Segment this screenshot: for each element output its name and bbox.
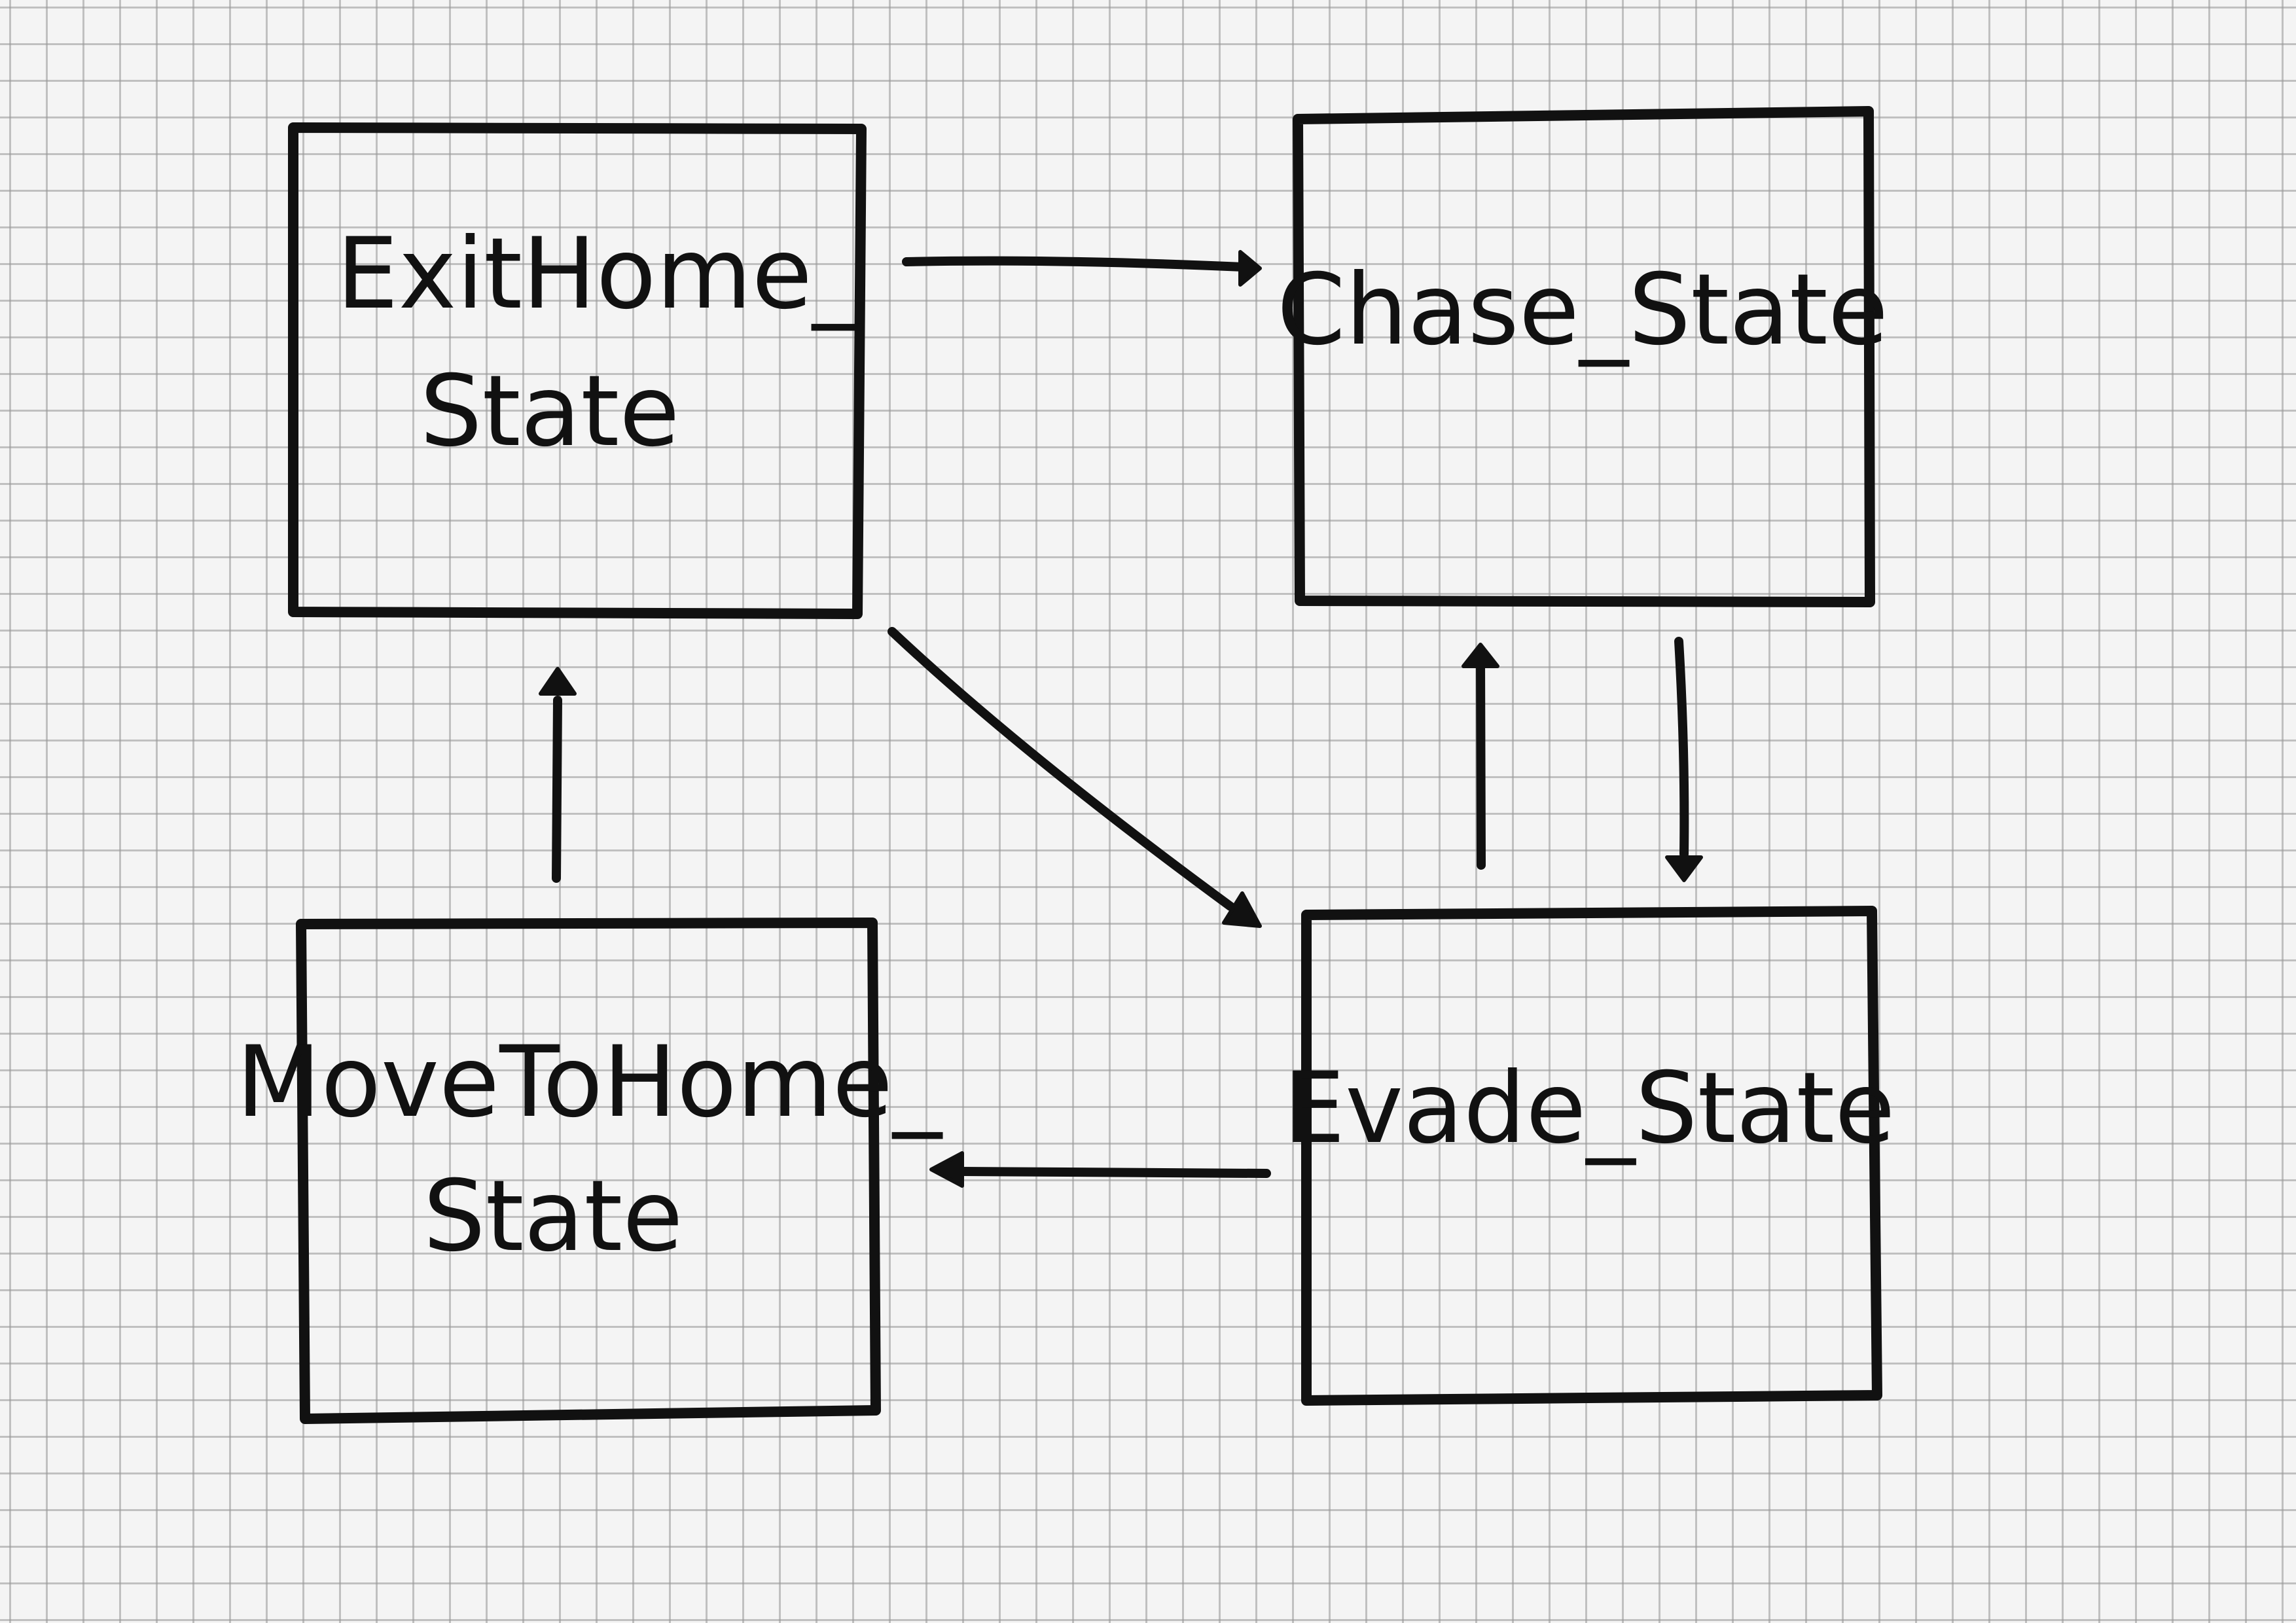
state-chase-box	[1293, 106, 1875, 607]
state-chase-label: Chase_State	[1277, 253, 1888, 367]
state-exit-home: ExitHome_ State	[288, 122, 867, 619]
state-chase: Chase_State	[1277, 106, 1888, 607]
state-move-to-home-label-line2: State	[423, 1160, 683, 1274]
state-exit-home-box	[288, 122, 867, 619]
state-evade-box	[1301, 906, 1882, 1406]
arrow-move-to-home-to-exit-home	[539, 667, 577, 883]
state-exit-home-label-line2: State	[420, 355, 679, 469]
arrow-evade-to-chase	[1462, 643, 1499, 870]
arrow-exit-home-to-evade	[888, 627, 1262, 928]
state-evade-label: Evade_State	[1283, 1052, 1895, 1166]
state-move-to-home: MoveToHome_ State	[236, 918, 943, 1424]
arrow-evade-to-move-to-home	[929, 1151, 1271, 1188]
state-move-to-home-label-line1: MoveToHome_	[236, 1026, 943, 1139]
state-exit-home-label-line1: ExitHome_	[336, 217, 863, 331]
arrow-chase-to-evade	[1665, 637, 1703, 882]
state-evade: Evade_State	[1283, 906, 1895, 1406]
arrow-exit-home-to-chase	[902, 250, 1262, 287]
state-move-to-home-box	[296, 918, 881, 1424]
